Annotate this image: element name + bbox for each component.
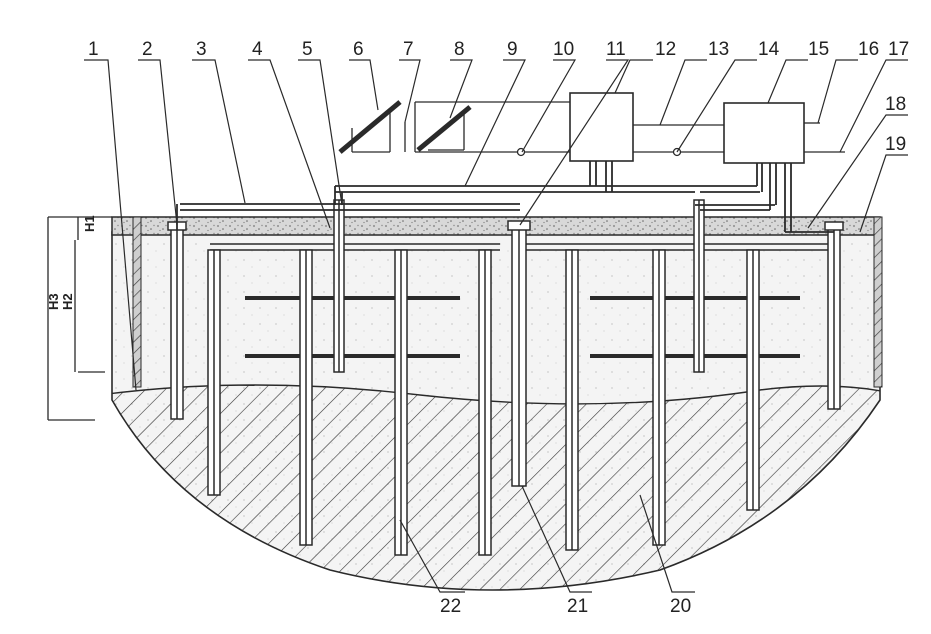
callout-1: 1 xyxy=(88,39,99,60)
callout-18: 18 xyxy=(885,94,906,115)
callout-7: 7 xyxy=(403,39,414,60)
callout-6: 6 xyxy=(353,39,364,60)
callout-12: 12 xyxy=(655,39,676,60)
callout-16: 16 xyxy=(858,39,879,60)
dimension-label-h1: H1 xyxy=(82,215,97,232)
left-barrier-wall xyxy=(133,217,141,387)
control-unit-12 xyxy=(570,93,633,161)
callout-15: 15 xyxy=(808,39,829,60)
right-barrier-wall xyxy=(874,217,882,387)
dimension-label-h2: H2 xyxy=(60,293,75,310)
callout-19: 19 xyxy=(885,134,906,155)
dimension-label-h3: H3 xyxy=(46,293,61,310)
callout-20: 20 xyxy=(670,596,691,617)
callout-2: 2 xyxy=(142,39,153,60)
callout-21: 21 xyxy=(567,596,588,617)
callout-10: 10 xyxy=(553,39,574,60)
callout-5: 5 xyxy=(302,39,313,60)
callout-14: 14 xyxy=(758,39,780,60)
callout-17: 17 xyxy=(888,39,909,60)
solar-panel-6 xyxy=(340,102,400,152)
callout-4: 4 xyxy=(252,39,263,60)
callout-8: 8 xyxy=(454,39,465,60)
callout-9: 9 xyxy=(507,39,518,60)
callout-3: 3 xyxy=(196,39,207,60)
surface-cover-layer xyxy=(112,217,880,235)
control-unit-15 xyxy=(724,103,804,163)
solar-panel-8 xyxy=(418,107,470,150)
depth-dimension-lines xyxy=(48,217,112,420)
callout-22: 22 xyxy=(440,596,461,617)
callout-13: 13 xyxy=(708,39,729,60)
callout-11: 11 xyxy=(606,39,626,60)
